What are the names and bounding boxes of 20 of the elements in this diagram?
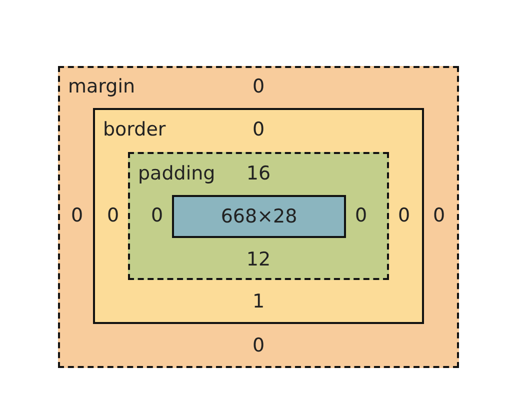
size-value: 0 [432,204,446,228]
box-label: border [103,118,166,142]
size-value: 0 [354,204,368,228]
size-value: 0 [398,204,410,228]
content-size: 668×28 [220,205,298,228]
size-value: 0 [150,204,164,228]
box-label: margin [68,76,136,98]
size-value: 0 [252,334,265,358]
size-value: 12 [246,248,271,272]
border-box [93,108,424,324]
content-box [172,195,346,238]
size-value: 0 [70,204,84,228]
size-value: 0 [252,76,265,98]
size-value: 0 [106,204,120,228]
size-value: 16 [246,162,271,186]
box-label: padding [138,162,216,186]
margin-box [58,66,459,368]
size-value: 0 [252,118,265,142]
padding-box [128,152,389,280]
size-value: 1 [252,290,265,314]
